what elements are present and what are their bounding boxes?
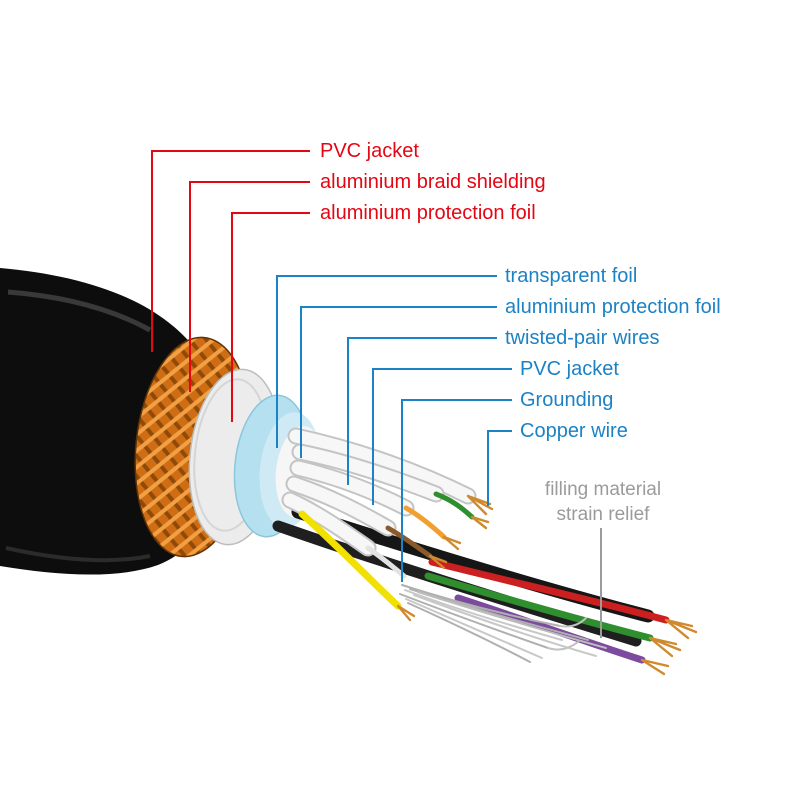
label-aluminium-protection-foil-outer: aluminium protection foil xyxy=(320,202,536,224)
label-strain-relief: strain relief xyxy=(556,504,650,525)
label-twisted-pair-wires: twisted-pair wires xyxy=(505,327,660,349)
label-pvc-jacket-inner: PVC jacket xyxy=(520,358,619,380)
label-transparent-foil: transparent foil xyxy=(505,265,638,287)
grounding-strands xyxy=(399,584,607,663)
label-aluminium-braid-shielding: aluminium braid shielding xyxy=(320,171,546,193)
label-copper-wire: Copper wire xyxy=(520,420,628,442)
label-aluminium-protection-foil-inner: aluminium protection foil xyxy=(505,296,721,318)
leader-lines-outer xyxy=(151,150,310,422)
label-pvc-jacket-outer: PVC jacket xyxy=(320,140,419,162)
label-filling-material: filling material xyxy=(544,479,662,500)
label-grounding: Grounding xyxy=(520,389,614,411)
copper-wire-tips xyxy=(396,494,698,676)
leader-lines-inner xyxy=(276,275,512,582)
